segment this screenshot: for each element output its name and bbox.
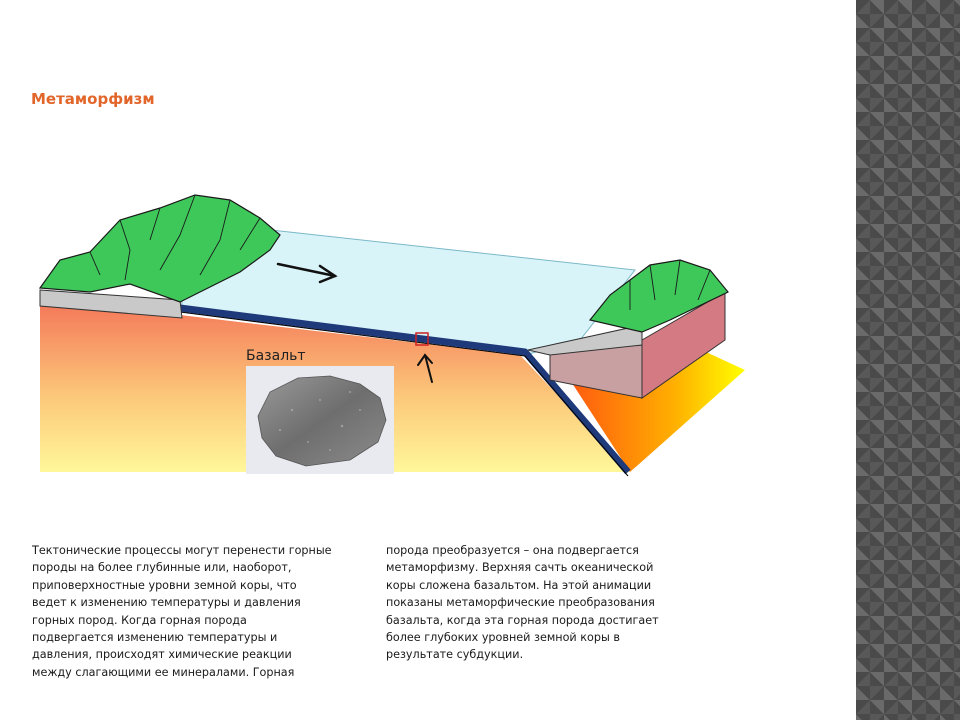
subduction-diagram [38, 194, 745, 477]
plate-motion-arrow-icon [276, 262, 338, 284]
text-line: между слагающими ее минералами. Горная [32, 665, 295, 679]
sample-marker [415, 332, 429, 346]
text-line: приповерхностные уровни земной коры, что [32, 578, 297, 592]
text-line: давления, происходят химические реакции [32, 648, 292, 662]
text-column-2: порода преобразуется – она подвергается … [386, 542, 731, 664]
basalt-label: Базальт [246, 348, 306, 364]
text-column-1: Тектонические процессы могут перенести г… [32, 542, 377, 681]
text-line: базальта, когда эта горная порода достиг… [386, 613, 659, 627]
slide-canvas: Метаморфизм [31, 90, 745, 681]
right-continent-mountains [588, 259, 729, 333]
text-line: более глубоких уровней земной коры в [386, 631, 620, 645]
text-line: результате субдукции. [386, 648, 524, 662]
text-line: подвергается изменению температуры и [32, 631, 278, 645]
text-line: породы на более глубинные или, наоборот, [32, 561, 292, 575]
basalt-texture [278, 391, 361, 451]
slide-title: Метаморфизм [31, 90, 155, 108]
right-continent-crust [527, 324, 643, 356]
oceanic-plate [179, 304, 631, 475]
left-continent-crust [39, 289, 183, 319]
decorative-side-pattern [856, 0, 960, 720]
text-line: метаморфизму. Верхняя сачть океанической [386, 561, 654, 575]
left-continent-mountains [38, 194, 281, 303]
text-line: Тектонические процессы могут перенести г… [32, 544, 332, 557]
left-mountain-ridges [89, 194, 261, 281]
text-line: показаны метаморфические преобразования [386, 596, 655, 610]
text-line: порода преобразуется – она подвергается [386, 544, 639, 557]
text-line: ведет к изменению температуры и давления [32, 596, 301, 610]
right-mountain-ridges [629, 259, 711, 310]
text-line: горных пород. Когда горная порода [32, 613, 247, 627]
basalt-rock [257, 375, 387, 467]
marker-pointer-icon [417, 353, 433, 383]
text-line: коры сложена базальтом. На этой анимации [386, 578, 652, 592]
